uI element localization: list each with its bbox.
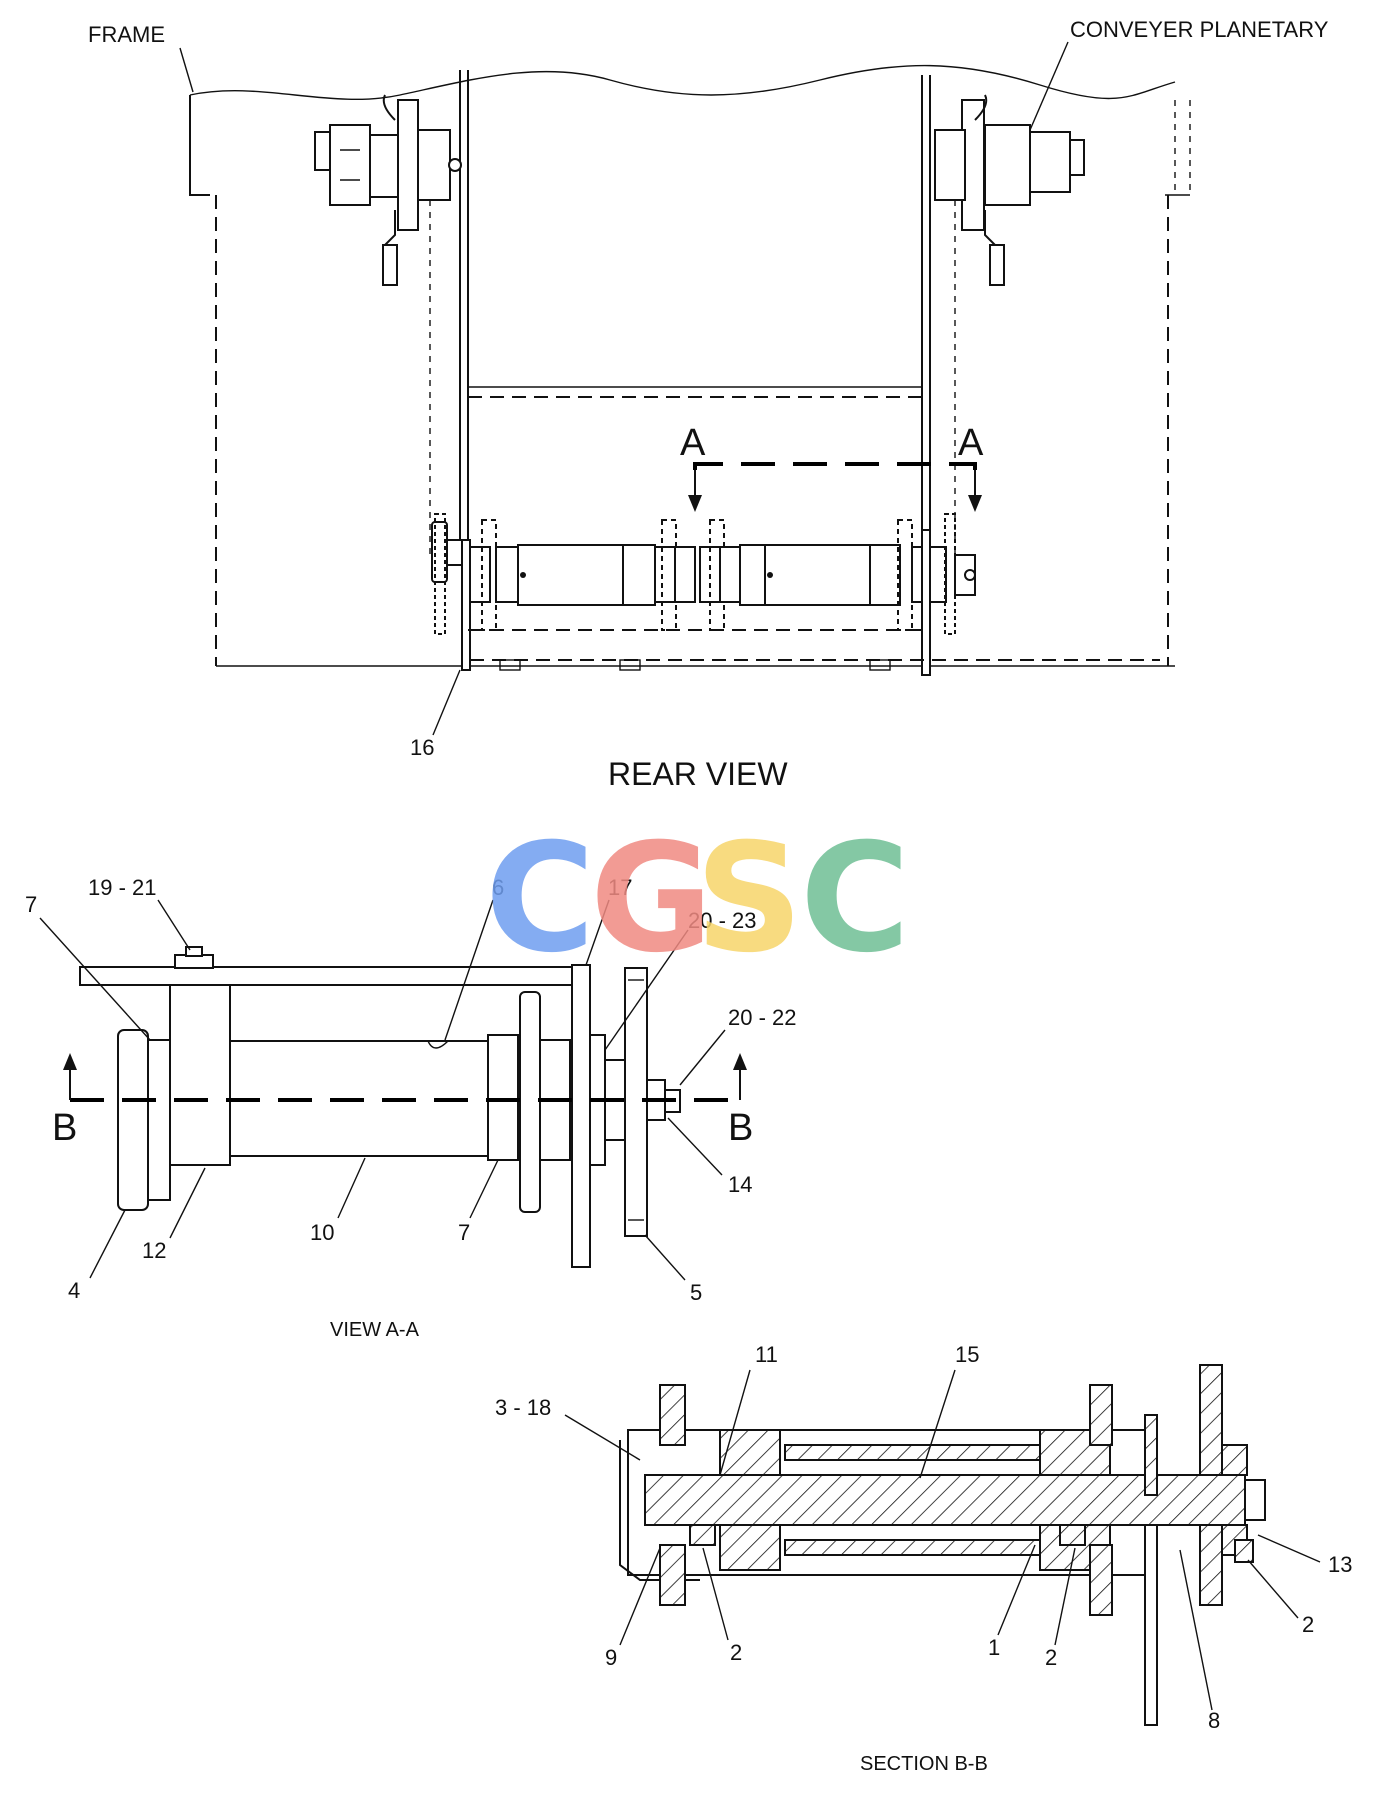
callout-9: 9: [605, 1645, 617, 1670]
callout-2-mid: 2: [1045, 1645, 1057, 1670]
rear-view: A A FRAME CONVEYER PLANETARY 16 REAR VIE…: [88, 17, 1329, 792]
callout-15: 15: [955, 1342, 979, 1367]
callout-10: 10: [310, 1220, 334, 1245]
watermark-logo: C G S C: [485, 812, 910, 986]
callout-1: 1: [988, 1635, 1000, 1660]
callout-12: 12: [142, 1238, 166, 1263]
section-a-left-label: A: [680, 422, 706, 464]
callout-19-21: 19 - 21: [88, 875, 157, 900]
callout-4: 4: [68, 1278, 80, 1303]
callout-13: 13: [1328, 1552, 1352, 1577]
frame-label: FRAME: [88, 22, 165, 47]
callout-20-22: 20 - 22: [728, 1005, 797, 1030]
callout-7-bottom: 7: [458, 1220, 470, 1245]
watermark-letter-c1: C: [485, 812, 595, 986]
section-bb-title: SECTION B-B: [860, 1753, 988, 1775]
callout-5: 5: [690, 1280, 702, 1305]
callout-17: 17: [608, 875, 632, 900]
view-aa: B B 7 19 - 21 6 17 20 - 23 20 - 22 14 5 …: [25, 875, 797, 1341]
callout-7-left: 7: [25, 892, 37, 917]
callout-8: 8: [1208, 1708, 1220, 1733]
callout-6: 6: [492, 875, 504, 900]
conveyor-planetary-label: CONVEYER PLANETARY: [1070, 17, 1329, 42]
callout-20-23: 20 - 23: [688, 908, 757, 933]
watermark-letter-s: S: [695, 812, 803, 986]
watermark-letter-g: G: [590, 812, 713, 986]
callout-2-right: 2: [1302, 1612, 1314, 1637]
section-b-left-label: B: [52, 1107, 77, 1149]
section-b-right-label: B: [728, 1107, 753, 1149]
callout-2-left: 2: [730, 1640, 742, 1665]
view-aa-title: VIEW A-A: [330, 1319, 420, 1341]
callout-14: 14: [728, 1172, 752, 1197]
callout-3-18: 3 - 18: [495, 1395, 551, 1420]
section-bb: 3 - 18 11 15 13 2 8 2 1 2 9 SECTION B-B: [495, 1342, 1352, 1775]
rear-view-title: REAR VIEW: [608, 756, 788, 792]
section-a-right-label: A: [958, 422, 984, 464]
callout-16: 16: [410, 735, 434, 760]
callout-11: 11: [755, 1342, 778, 1367]
watermark-letter-c2: C: [800, 812, 910, 986]
